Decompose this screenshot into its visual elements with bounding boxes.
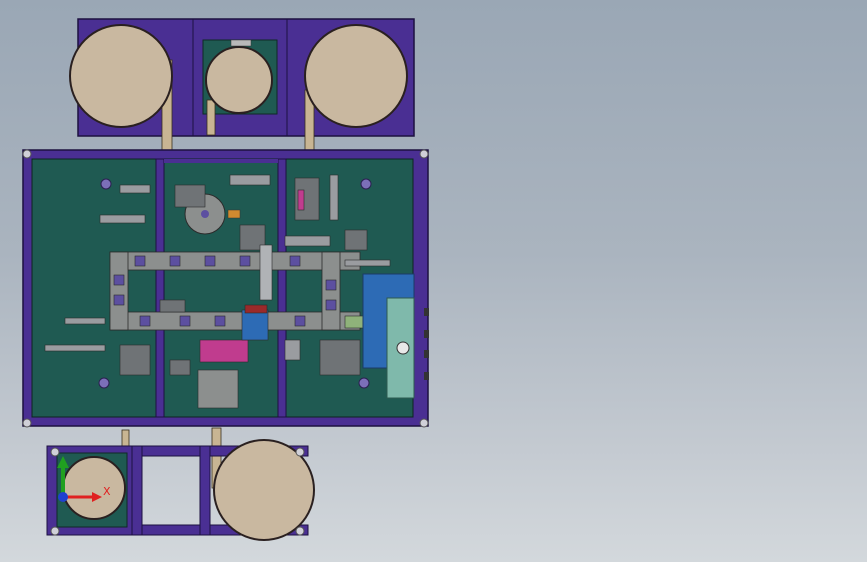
- transfer-track-left: [109, 251, 129, 331]
- reel-clamp: [230, 39, 252, 47]
- mounting-holes: [98, 178, 372, 389]
- side-connectors: [424, 308, 429, 380]
- main-machine-base[interactable]: [22, 149, 429, 428]
- station-block: [227, 209, 241, 219]
- leveling-foot: [419, 149, 429, 159]
- leveling-foot: [419, 418, 429, 428]
- plate-divider: [277, 158, 287, 418]
- rotary-hub: [201, 210, 209, 218]
- triad-y-arrow: [57, 456, 69, 468]
- coordinate-triad-icon: X: [57, 456, 111, 502]
- bottom-frame-post: [131, 445, 143, 536]
- material-reel-center[interactable]: [205, 46, 273, 114]
- plate-divider: [164, 159, 278, 163]
- triad-z-axis: [58, 492, 68, 502]
- feed-belt: [206, 99, 216, 136]
- leveling-feet: [50, 447, 305, 536]
- plate-divider: [155, 158, 165, 418]
- leveling-foot: [22, 149, 32, 159]
- top-feeder-assembly[interactable]: [69, 18, 415, 151]
- material-reel-right[interactable]: [304, 24, 408, 128]
- station-modules: [44, 174, 391, 409]
- material-reel-bottom-left[interactable]: [62, 456, 126, 520]
- triad-x-arrow: [92, 492, 102, 502]
- material-reel-bottom-right[interactable]: [213, 439, 315, 541]
- material-reel-left[interactable]: [69, 24, 173, 128]
- track-carriers: [113, 255, 337, 327]
- bottom-feeder-assembly[interactable]: [46, 427, 315, 541]
- bottom-frame-post: [199, 445, 211, 536]
- triad-x-label: X: [103, 485, 111, 498]
- transfer-track-right: [321, 251, 341, 331]
- leveling-foot: [22, 418, 32, 428]
- sensor-port: [396, 341, 410, 355]
